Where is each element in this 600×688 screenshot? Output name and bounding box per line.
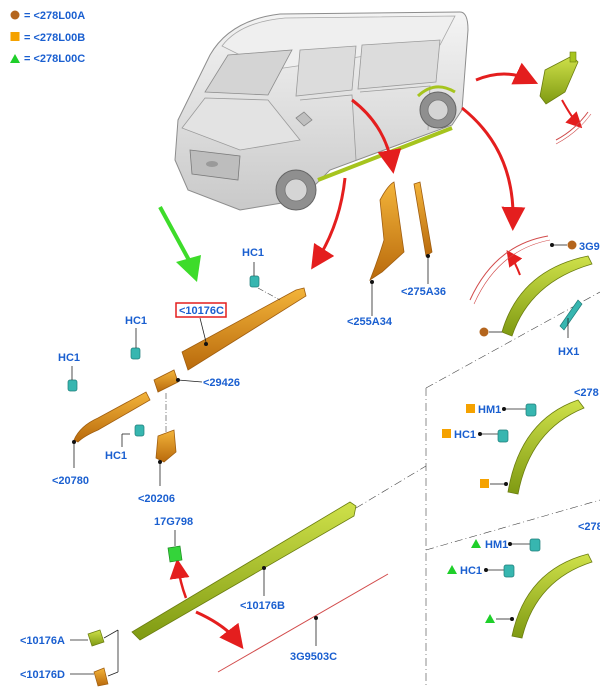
part-label-278-b[interactable]: <278 [578,521,600,533]
highlight-box-10176C [175,302,227,318]
clip-label-hm1-c[interactable]: HM1 [485,539,508,551]
rocker-moulding-group: <10176B 17G798 <10176A <10176D 3G9503C [20,501,389,687]
bracket-20206[interactable] [155,429,177,463]
clip-icon [529,538,541,552]
clip-label-hc1-c[interactable]: HC1 [460,565,482,577]
variant-marker-b [466,404,475,413]
part-label-10176C[interactable]: <10176C [179,305,224,317]
part-label-10176A[interactable]: <10176A [20,635,65,647]
variant-marker-c [485,614,495,623]
legend-square-marker [10,32,20,41]
legend-item-a: = <278L00A [24,10,85,22]
red-arrow-icon [506,250,523,276]
clip-icon [497,429,509,443]
endcap-10176D[interactable] [93,667,109,687]
clip-17G798[interactable] [167,545,183,563]
moulding-20780[interactable] [73,391,151,443]
variant-marker-b [480,479,489,488]
legend-triangle-marker [10,54,20,63]
clip-label-hx1[interactable]: HX1 [558,346,579,358]
red-arrow-icon [351,98,402,174]
moulding-10176C[interactable] [181,287,307,371]
legend-circle-marker [10,10,20,20]
variant-marker-a [567,240,577,250]
clip-icon [503,564,515,578]
pillar-trims: <255A34 <275A36 [347,181,446,328]
wheel-arch-panel: 3G9 HX1 <278 HM1 HC1 <278 HM1 HC1 [355,235,600,688]
red-arrow-icon [561,99,583,129]
part-label-10176B[interactable]: <10176B [240,600,285,612]
clip-label-hc1-mid[interactable]: HC1 [125,315,147,327]
moulding-29426[interactable] [153,369,179,393]
red-arrow-icon [169,558,190,599]
pillar-trim-255A34[interactable] [369,181,405,282]
clip-label-hc1-b[interactable]: HC1 [454,429,476,441]
variant-marker-a [479,327,489,337]
part-label-29426[interactable]: <29426 [203,377,240,389]
variant-marker-c [471,539,481,548]
wheel-arch-variant-b[interactable] [507,399,585,495]
legend: = <278L00A = <278L00B = <278L00C [10,10,85,65]
part-label-17G798[interactable]: 17G798 [154,516,193,528]
red-arrow-icon [475,62,539,85]
red-arrow-icon [461,106,526,231]
part-label-20780[interactable]: <20780 [52,475,89,487]
red-arrow-icon [311,177,347,270]
clip-icon [559,299,583,331]
part-label-10176D[interactable]: <10176D [20,669,65,681]
pillar-trim-275A36[interactable] [413,181,433,257]
clip-label-hm1-b[interactable]: HM1 [478,404,501,416]
clip-icon [130,347,141,360]
clip-label-hc1-low[interactable]: HC1 [105,450,127,462]
moulding-10176B[interactable] [131,501,357,641]
variant-marker-b [442,429,451,438]
variant-marker-c [447,565,457,574]
upper-right-trim [539,51,592,145]
clip-icon [67,379,78,392]
wheel-arch-variant-a[interactable] [501,255,593,337]
part-label-3G9503C[interactable]: 3G9503C [290,651,337,663]
endcap-10176A[interactable] [87,629,105,647]
part-label-20206[interactable]: <20206 [138,493,175,505]
clip-icon [134,424,145,437]
part-label-3G9[interactable]: 3G9 [579,241,600,253]
clip-label-hc1-left[interactable]: HC1 [58,352,80,364]
part-label-278-a[interactable]: <278 [574,387,599,399]
legend-item-c: = <278L00C [24,53,85,65]
wheel-arch-variant-c[interactable] [511,553,593,639]
legend-item-b: = <278L00B [24,32,85,44]
red-arrow-icon [195,610,244,650]
clip-label-hc1-top[interactable]: HC1 [242,247,264,259]
van-illustration [174,11,469,211]
door-moulding-group: HC1 <10176C HC1 <29426 HC1 HC1 <20780 <2… [52,247,307,505]
green-arrow-icon [158,206,201,282]
clip-icon [249,275,260,288]
seal-3G9503C[interactable] [217,573,389,673]
part-label-275A36[interactable]: <275A36 [401,286,446,298]
clip-icon [525,403,537,417]
part-label-255A34[interactable]: <255A34 [347,316,393,328]
